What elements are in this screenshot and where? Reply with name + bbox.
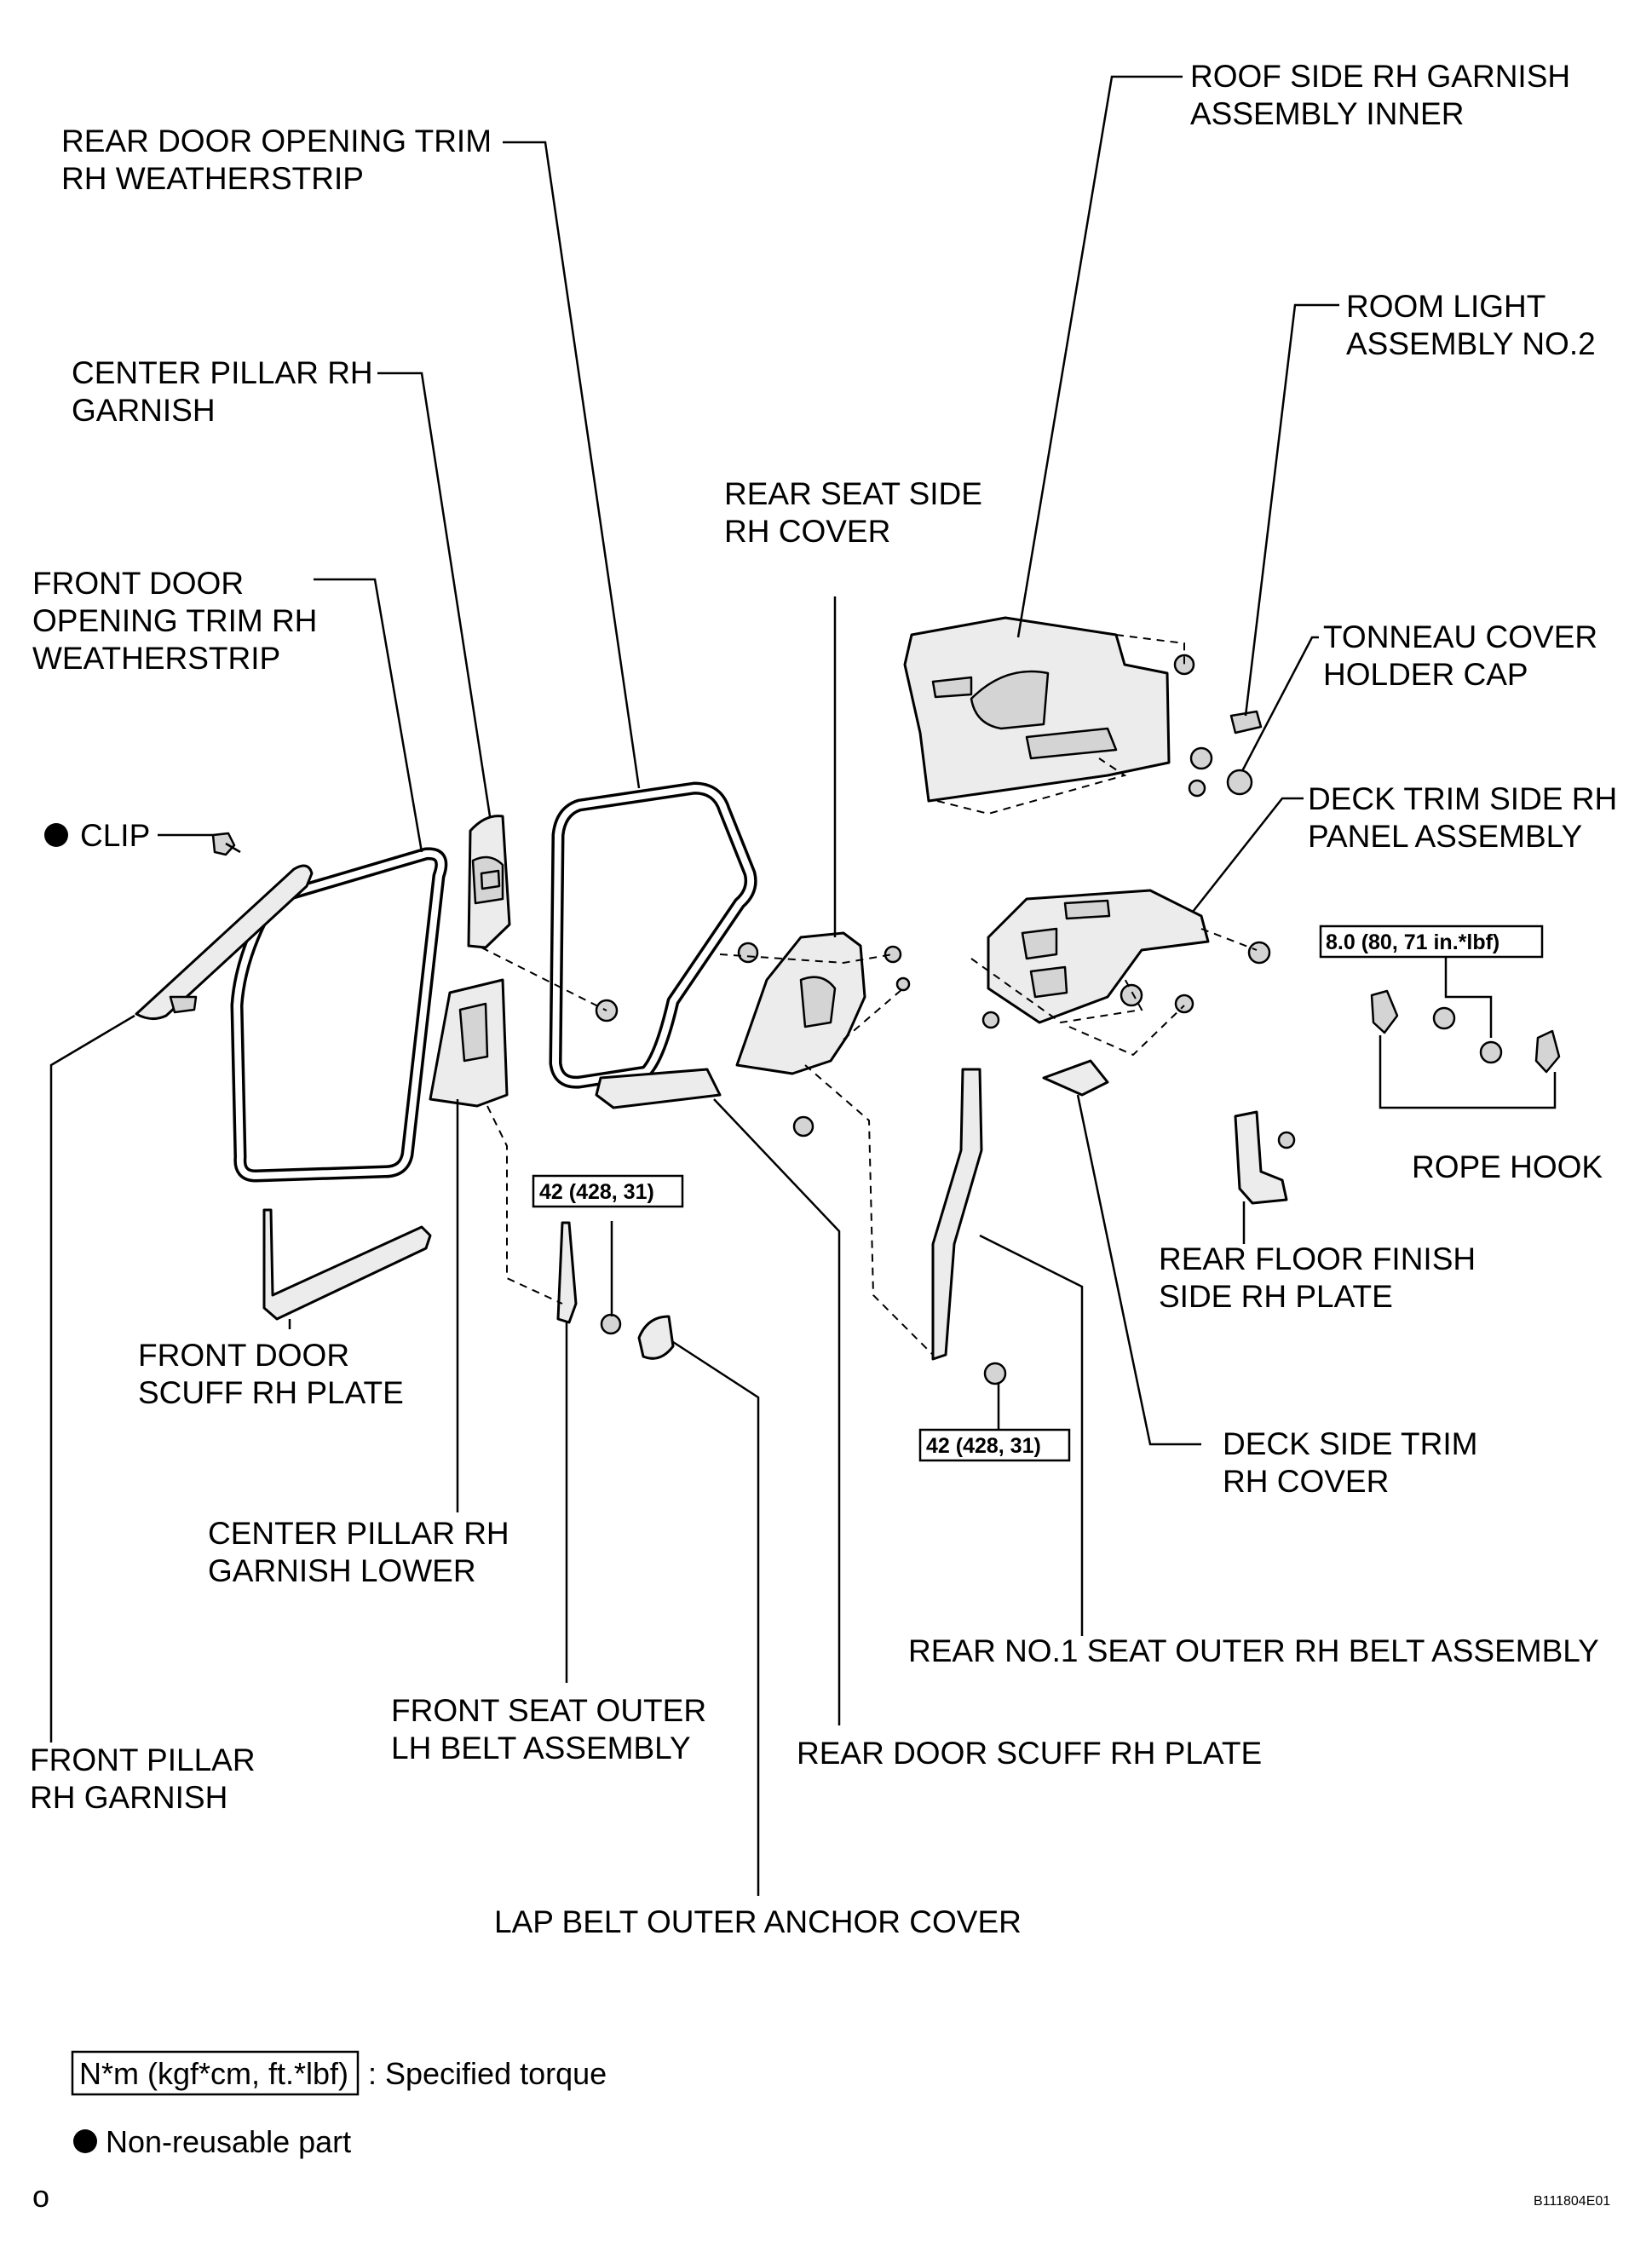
- label-room-light-2: ASSEMBLY NO.2: [1346, 326, 1596, 361]
- label-front-door-opening-trim-2: OPENING TRIM RH: [32, 603, 317, 638]
- label-center-pillar-garnish-lower-2: GARNISH LOWER: [208, 1553, 476, 1588]
- label-rear-door-opening-trim-1: REAR DOOR OPENING TRIM: [61, 124, 492, 158]
- deck-side-trim-cover: [1042, 1059, 1109, 1097]
- front-pillar-garnish: [135, 864, 314, 1020]
- label-rope-hook: ROPE HOOK: [1412, 1149, 1603, 1184]
- label-lap-belt-anchor-cover: LAP BELT OUTER ANCHOR COVER: [494, 1904, 1022, 1939]
- label-roof-side-garnish-2: ASSEMBLY INNER: [1190, 96, 1464, 131]
- label-front-pillar-garnish-1: FRONT PILLAR: [30, 1742, 256, 1777]
- footer: o B111804E01: [32, 2179, 1610, 2214]
- deck-trim-side-panel: [987, 889, 1210, 1024]
- torque-spec-rear-belt: 42 (428, 31): [918, 1428, 1071, 1462]
- rear-door-scuff-plate: [595, 1068, 722, 1109]
- label-center-pillar-garnish-2: GARNISH: [72, 393, 216, 428]
- label-rear-door-scuff-plate: REAR DOOR SCUFF RH PLATE: [797, 1736, 1262, 1771]
- label-rear-seat-side-cover-1: REAR SEAT SIDE: [724, 476, 982, 511]
- torque-value-front-belt: 42 (428, 31): [539, 1180, 654, 1204]
- rope-hook-parts: [1370, 989, 1561, 1074]
- tonneau-cover-holder-cap-part: [1226, 769, 1253, 796]
- label-front-door-scuff-plate-1: FRONT DOOR: [138, 1338, 349, 1373]
- legend: N*m (kgf*cm, ft.*lbf) : Specified torque…: [71, 2050, 607, 2159]
- page-mark: o: [32, 2179, 49, 2214]
- label-front-door-opening-trim-3: WEATHERSTRIP: [32, 641, 280, 676]
- label-rear-no1-seat-belt: REAR NO.1 SEAT OUTER RH BELT ASSEMBLY: [908, 1633, 1599, 1668]
- torque-value-rear-belt: 42 (428, 31): [926, 1434, 1041, 1458]
- torque-spec-front-belt: 42 (428, 31): [532, 1174, 684, 1208]
- front-seat-belt: [556, 1221, 578, 1324]
- room-light-part: [1229, 710, 1263, 734]
- torque-spec-rope-hook: 8.0 (80, 71 in.*lbf): [1319, 925, 1544, 959]
- part-labels: ROOF SIDE RH GARNISH ASSEMBLY INNER REAR…: [30, 59, 1617, 1939]
- center-pillar-garnish-lower: [429, 978, 509, 1108]
- legend-torque-box: N*m (kgf*cm, ft.*lbf): [79, 2056, 348, 2091]
- legend-torque-desc: : Specified torque: [368, 2056, 607, 2091]
- label-front-door-opening-trim-1: FRONT DOOR: [32, 566, 244, 601]
- label-deck-side-trim-cover-1: DECK SIDE TRIM: [1223, 1426, 1477, 1461]
- leader-lines: [49, 75, 1557, 1896]
- front-door-scuff-plate: [262, 1208, 432, 1321]
- label-deck-trim-side-panel-1: DECK TRIM SIDE RH: [1308, 781, 1617, 816]
- label-roof-side-garnish-1: ROOF SIDE RH GARNISH: [1190, 59, 1570, 94]
- label-tonneau-cover-cap-1: TONNEAU COVER: [1323, 619, 1597, 654]
- clip-part: [211, 832, 241, 856]
- label-room-light-1: ROOM LIGHT: [1346, 289, 1546, 324]
- figure-code: B111804E01: [1534, 2194, 1610, 2209]
- label-front-door-scuff-plate-2: SCUFF RH PLATE: [138, 1375, 404, 1410]
- legend-nonreusable-dot-icon: [73, 2129, 97, 2153]
- legend-nonreusable: Non-reusable part: [106, 2124, 351, 2159]
- rear-floor-finish-plate: [1234, 1110, 1288, 1205]
- label-front-pillar-garnish-2: RH GARNISH: [30, 1780, 227, 1815]
- label-rear-floor-finish-plate-2: SIDE RH PLATE: [1159, 1279, 1393, 1314]
- label-clip: CLIP: [80, 818, 150, 853]
- label-tonneau-cover-cap-2: HOLDER CAP: [1323, 657, 1528, 692]
- rear-seat-belt: [931, 1068, 983, 1361]
- lap-belt-anchor-cover: [637, 1315, 675, 1360]
- label-center-pillar-garnish-1: CENTER PILLAR RH: [72, 355, 373, 390]
- label-front-seat-outer-belt-2: LH BELT ASSEMBLY: [391, 1731, 691, 1766]
- rear-seat-side-cover: [735, 931, 866, 1075]
- fasteners: [595, 654, 1503, 1385]
- label-rear-door-opening-trim-2: RH WEATHERSTRIP: [61, 161, 364, 196]
- label-deck-side-trim-cover-2: RH COVER: [1223, 1464, 1389, 1499]
- dashed-assembly-lines: [481, 634, 1258, 1356]
- rear-door-opening-weatherstrip: [549, 781, 757, 1089]
- nonreusable-dot-icon: [44, 823, 68, 847]
- label-deck-trim-side-panel-2: PANEL ASSEMBLY: [1308, 819, 1582, 854]
- label-rear-seat-side-cover-2: RH COVER: [724, 514, 890, 549]
- roof-side-garnish-inner: [903, 616, 1171, 803]
- label-rear-floor-finish-plate-1: REAR FLOOR FINISH: [1159, 1241, 1476, 1276]
- front-door-opening-weatherstrip: [230, 847, 448, 1183]
- torque-value-rope-hook: 8.0 (80, 71 in.*lbf): [1326, 930, 1499, 954]
- label-front-seat-outer-belt-1: FRONT SEAT OUTER: [391, 1693, 706, 1728]
- center-pillar-garnish: [467, 815, 511, 949]
- label-center-pillar-garnish-lower-1: CENTER PILLAR RH: [208, 1516, 509, 1551]
